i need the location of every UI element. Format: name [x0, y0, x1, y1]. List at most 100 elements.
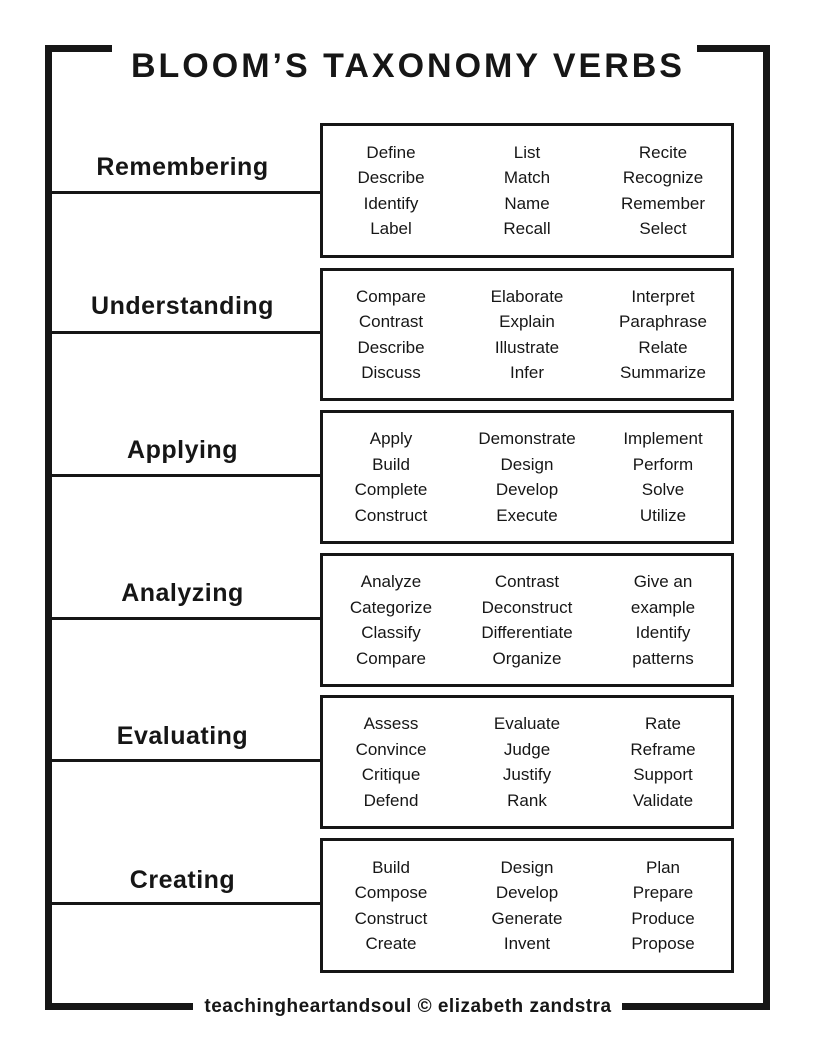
verb: Judge: [503, 739, 551, 759]
verb: Infer: [509, 363, 545, 382]
verb: Summarize: [620, 363, 706, 382]
verb: Describe: [357, 337, 425, 357]
verb: example: [630, 597, 696, 617]
verb: Evaluate: [493, 714, 561, 733]
verb-column: Build Compose Construct Create: [323, 841, 459, 970]
category-underline: [45, 331, 320, 334]
verb-column: Plan Prepare Produce Propose: [595, 841, 731, 970]
verb: Name: [504, 193, 550, 213]
verb: Illustrate: [494, 337, 560, 357]
verb: Build: [372, 454, 410, 474]
verb: Invent: [503, 934, 551, 953]
verb: Recognize: [622, 168, 704, 187]
verb: Remember: [620, 193, 706, 213]
verb: Perform: [632, 454, 694, 474]
verb: Compare: [356, 648, 426, 668]
verb-column: Define Describe Identify Label: [323, 126, 459, 255]
category-underline: [45, 759, 320, 762]
verb: Utilize: [639, 505, 687, 525]
verb-column: Rate Reframe Support Validate: [595, 698, 731, 826]
verb: Implement: [623, 429, 703, 448]
verb-column: Analyze Categorize Classify Compare: [323, 556, 459, 684]
verb-column: Apply Build Complete Construct: [323, 413, 459, 541]
verb-box-analyzing: Analyze Categorize Classify Compare Cont…: [320, 553, 734, 687]
verb: Select: [639, 219, 687, 238]
category-underline: [45, 191, 320, 194]
verb-column: Give an example Identify patterns: [595, 556, 731, 684]
verb: Recite: [638, 142, 688, 162]
verb: Critique: [361, 765, 421, 784]
verb: Design: [500, 857, 554, 877]
frame-bottom-border-right-segment: [622, 1003, 770, 1010]
verb: Defend: [363, 790, 419, 810]
verb-column: Implement Perform Solve Utilize: [595, 413, 731, 541]
verb: Identify: [635, 623, 691, 642]
verb-box-remembering: Define Describe Identify Label List Matc…: [320, 123, 734, 258]
verb: Support: [633, 765, 693, 784]
verb: Interpret: [631, 286, 695, 306]
category-label-applying: Applying: [127, 436, 238, 464]
verb-column: Recite Recognize Remember Select: [595, 126, 731, 255]
verb-column: List Match Name Recall: [459, 126, 595, 255]
frame-top-border-left-segment: [45, 45, 112, 52]
verb: Categorize: [349, 597, 433, 617]
verb: Apply: [369, 429, 413, 448]
verb: List: [513, 142, 541, 162]
category-label-analyzing: Analyzing: [121, 579, 244, 607]
verb: Build: [372, 857, 410, 877]
verb: Develop: [495, 480, 559, 499]
frame-bottom-border-left-segment: [45, 1003, 193, 1010]
verb: Justify: [502, 765, 552, 784]
verb: Convince: [355, 739, 427, 759]
verb: Generate: [491, 908, 563, 928]
verb: Give an: [633, 572, 693, 591]
category-label-creating: Creating: [129, 866, 236, 894]
category-underline: [45, 474, 320, 477]
verb: Elaborate: [490, 286, 564, 306]
verb: Rank: [507, 790, 547, 810]
verb: Rate: [645, 714, 681, 733]
verb: Discuss: [361, 363, 421, 382]
frame-right-border: [763, 45, 770, 1010]
verb: Produce: [631, 908, 695, 928]
verb-box-evaluating: Assess Convince Critique Defend Evaluate…: [320, 695, 734, 829]
verb: Solve: [641, 480, 685, 499]
verb: Construct: [354, 908, 428, 928]
verb: Construct: [354, 505, 428, 525]
verb-column: Contrast Deconstruct Differentiate Organ…: [459, 556, 595, 684]
verb-column: Compare Contrast Describe Discuss: [323, 271, 459, 398]
verb: patterns: [632, 648, 694, 668]
verb: Execute: [496, 505, 558, 525]
frame-left-border: [45, 45, 52, 1010]
verb: Paraphrase: [619, 312, 707, 331]
verb-column: Interpret Paraphrase Relate Summarize: [595, 271, 731, 398]
verb: Explain: [499, 312, 555, 331]
verb: Classify: [361, 623, 421, 642]
verb-column: Elaborate Explain Illustrate Infer: [459, 271, 595, 398]
category-label-evaluating: Evaluating: [116, 722, 249, 750]
verb: Design: [500, 454, 554, 474]
footer-credit: teachingheartandsoul © elizabeth zandstr…: [204, 996, 612, 1017]
verb: Contrast: [358, 312, 424, 331]
verb-column: Demonstrate Design Develop Execute: [459, 413, 595, 541]
frame-top-border-right-segment: [697, 45, 770, 52]
verb: Prepare: [632, 883, 694, 902]
verb-column: Evaluate Judge Justify Rank: [459, 698, 595, 826]
category-label-understanding: Understanding: [91, 292, 274, 320]
verb: Describe: [357, 168, 425, 187]
verb: Plan: [645, 857, 681, 877]
verb: Create: [365, 934, 417, 953]
verb: Compare: [356, 286, 426, 306]
verb: Contrast: [494, 572, 560, 591]
verb: Define: [366, 142, 416, 162]
verb-box-creating: Build Compose Construct Create Design De…: [320, 838, 734, 973]
verb: Reframe: [630, 739, 696, 759]
verb: Assess: [363, 714, 419, 733]
verb: Organize: [492, 648, 562, 668]
verb: Propose: [631, 934, 695, 953]
verb: Identify: [363, 193, 419, 213]
page-title: BLOOM’S TAXONOMY VERBS: [130, 47, 685, 85]
verb: Deconstruct: [481, 597, 573, 617]
verb: Analyze: [360, 572, 422, 591]
